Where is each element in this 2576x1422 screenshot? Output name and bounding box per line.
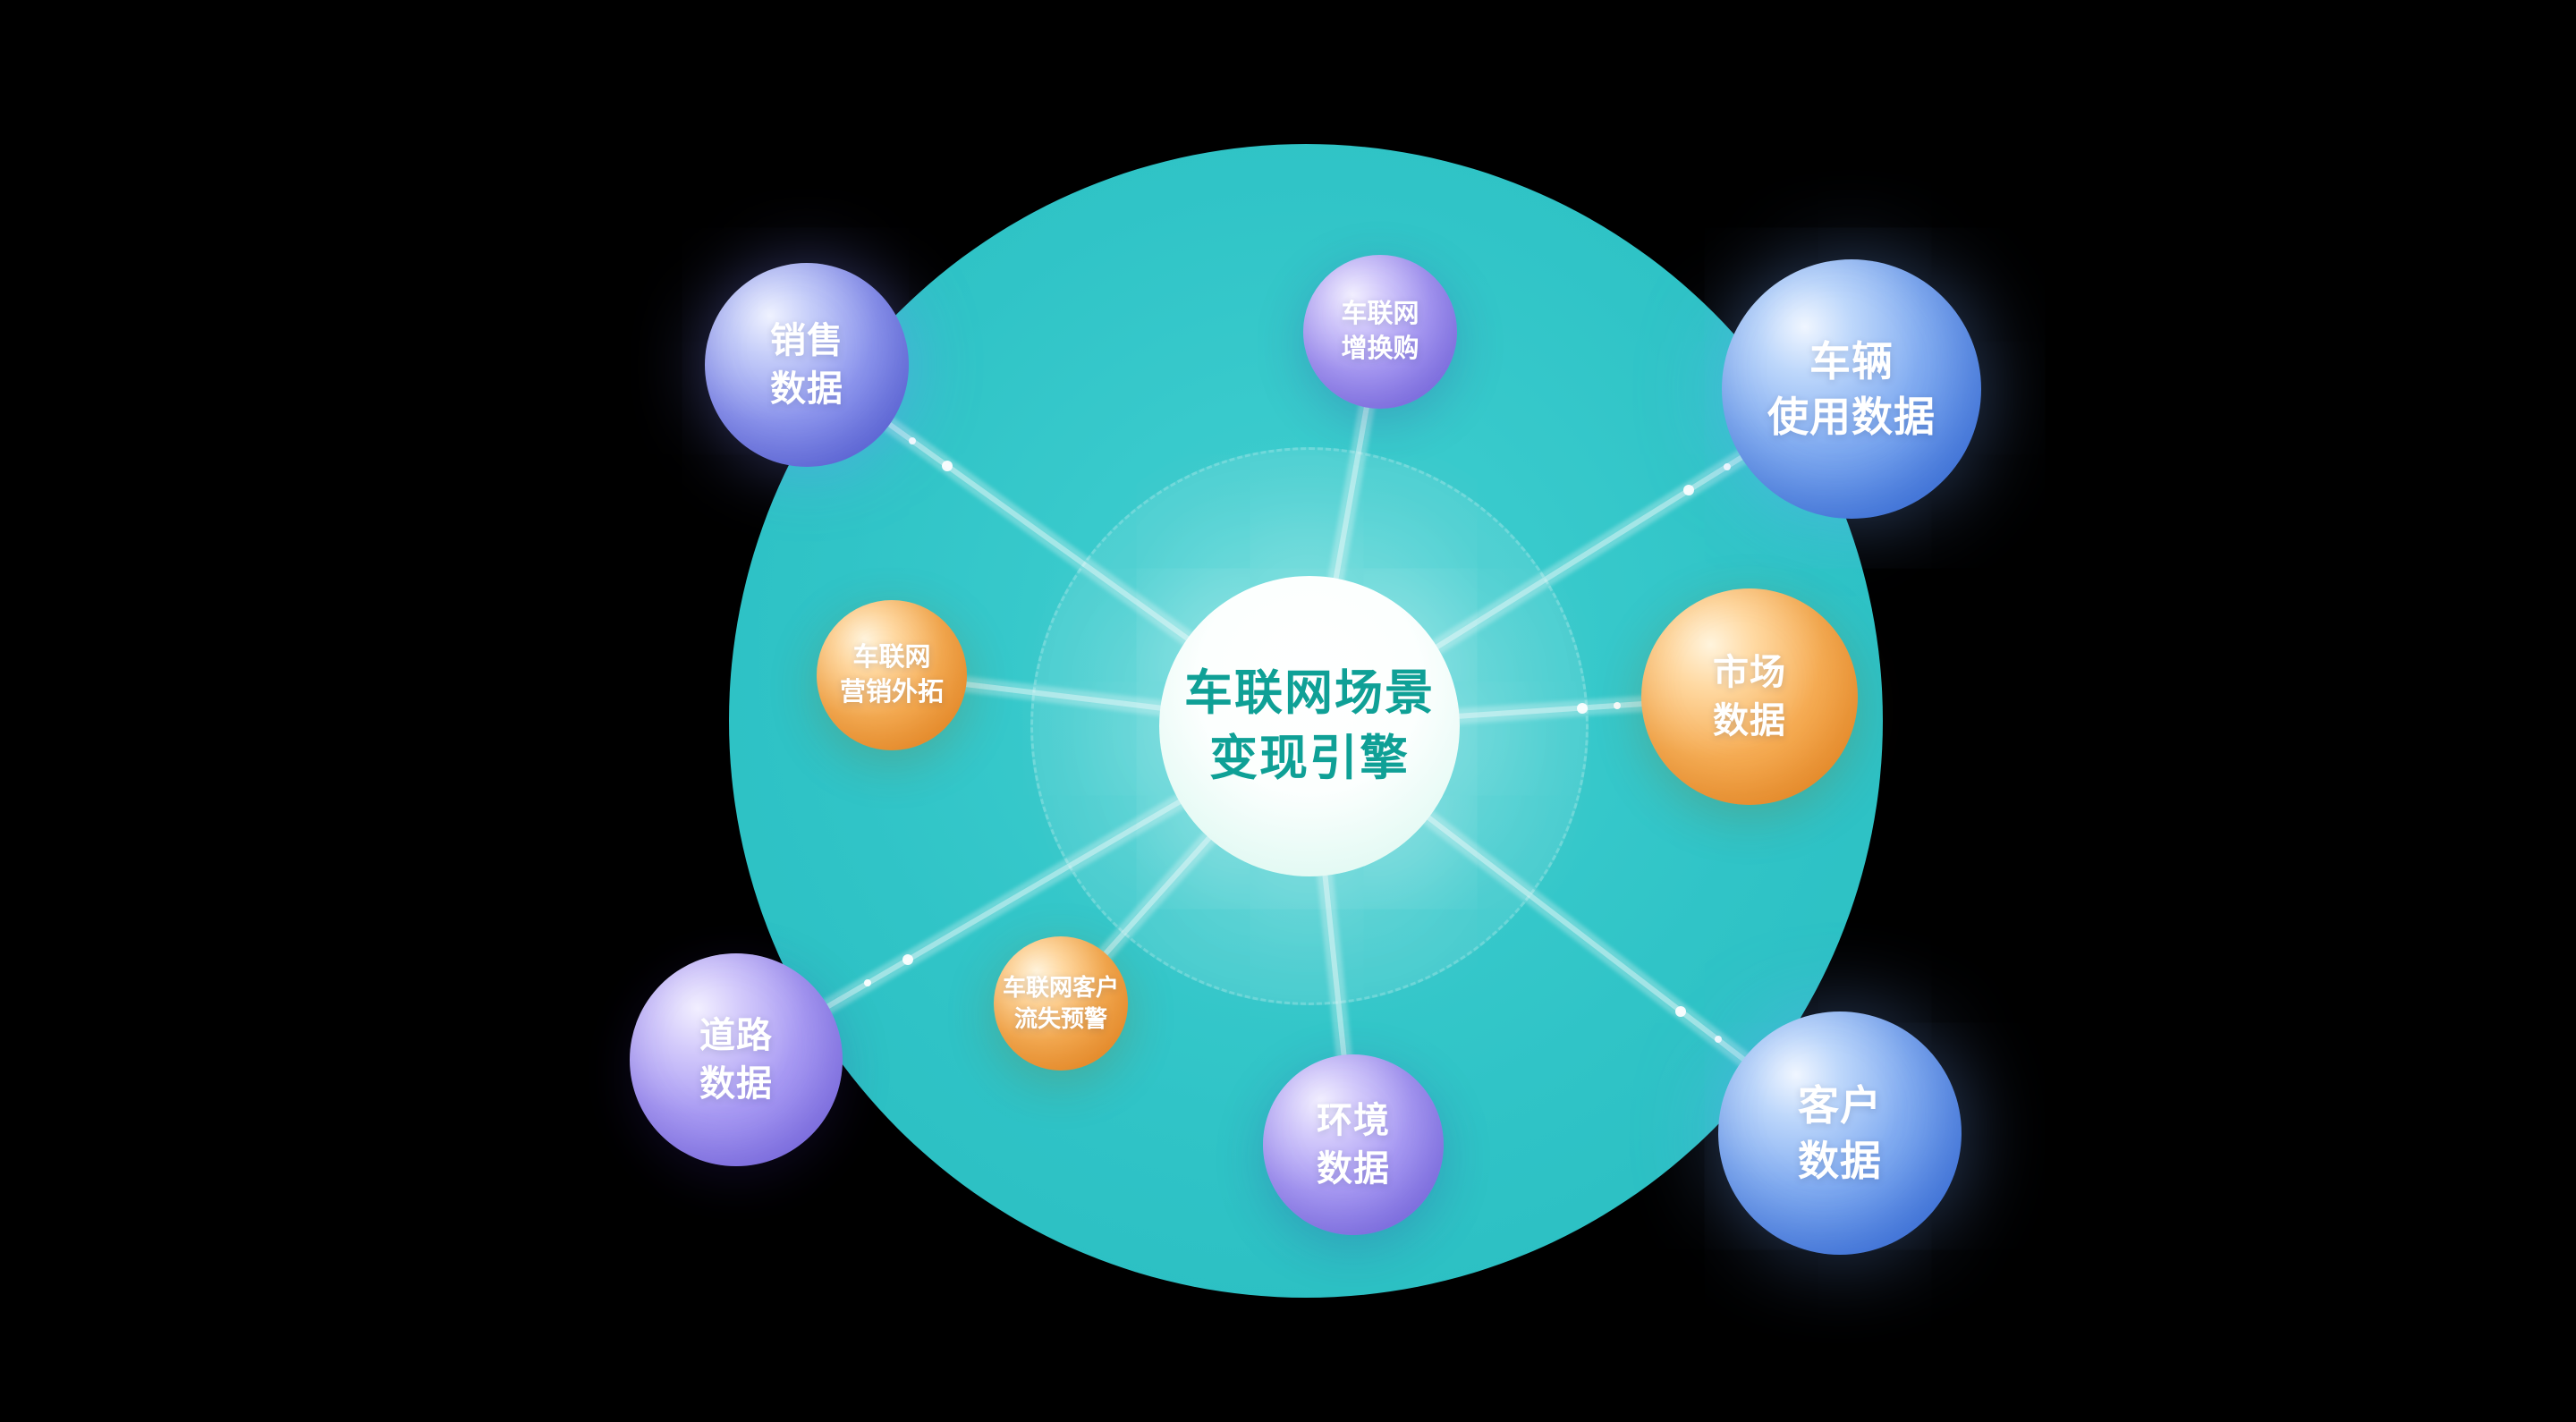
node-market-data: 市场 数据: [1641, 588, 1858, 805]
label-line2: 增换购: [1341, 334, 1419, 363]
node-road-data: 道路 数据: [630, 953, 843, 1166]
label-line1: 环境: [1317, 1101, 1390, 1140]
label-line1: 客户: [1798, 1081, 1882, 1129]
node-sales-data: 销售 数据: [705, 263, 909, 467]
node-iov-churn-warning-label: 车联网客户 流失预警: [1003, 972, 1119, 1035]
node-vehicle-usage-data: 车辆 使用数据: [1722, 259, 1981, 519]
hub-title-line1: 车联网场景: [1184, 666, 1435, 721]
node-environment-data-label: 环境 数据: [1317, 1096, 1390, 1193]
label-line2: 使用数据: [1767, 394, 1936, 440]
node-vehicle-usage-data-label: 车辆 使用数据: [1767, 334, 1936, 444]
node-iov-trade-in-label: 车联网 增换购: [1341, 297, 1419, 367]
node-road-data-label: 道路 数据: [699, 1011, 773, 1108]
node-environment-data: 环境 数据: [1263, 1054, 1444, 1235]
label-line2: 数据: [699, 1064, 773, 1104]
hub-circle: 车联网场景 变现引擎: [1159, 576, 1460, 876]
label-line1: 车联网客户: [1002, 973, 1119, 1001]
node-customer-data-label: 客户 数据: [1798, 1078, 1882, 1189]
label-line1: 车联网: [1341, 299, 1419, 328]
node-sales-data-label: 销售 数据: [770, 317, 843, 413]
label-line1: 车联网: [852, 642, 931, 672]
label-line2: 营销外拓: [839, 678, 944, 707]
node-customer-data: 客户 数据: [1718, 1011, 1962, 1255]
hub-title-line2: 变现引擎: [1209, 732, 1410, 785]
label-line1: 道路: [699, 1016, 773, 1055]
label-line2: 数据: [770, 369, 843, 409]
node-iov-trade-in: 车联网 增换购: [1303, 255, 1457, 409]
node-iov-churn-warning: 车联网客户 流失预警: [994, 936, 1128, 1071]
label-line1: 市场: [1713, 653, 1786, 692]
label-line1: 车辆: [1809, 337, 1894, 385]
hub-title: 车联网场景 变现引擎: [1184, 661, 1435, 791]
label-line2: 数据: [1713, 701, 1786, 741]
label-line2: 流失预警: [1013, 1005, 1107, 1032]
node-iov-marketing: 车联网 营销外拓: [817, 600, 967, 750]
label-line1: 销售: [770, 321, 843, 360]
label-line2: 数据: [1798, 1138, 1882, 1184]
node-iov-marketing-label: 车联网 营销外拓: [840, 640, 944, 710]
node-market-data-label: 市场 数据: [1713, 648, 1786, 745]
label-line2: 数据: [1317, 1149, 1390, 1189]
